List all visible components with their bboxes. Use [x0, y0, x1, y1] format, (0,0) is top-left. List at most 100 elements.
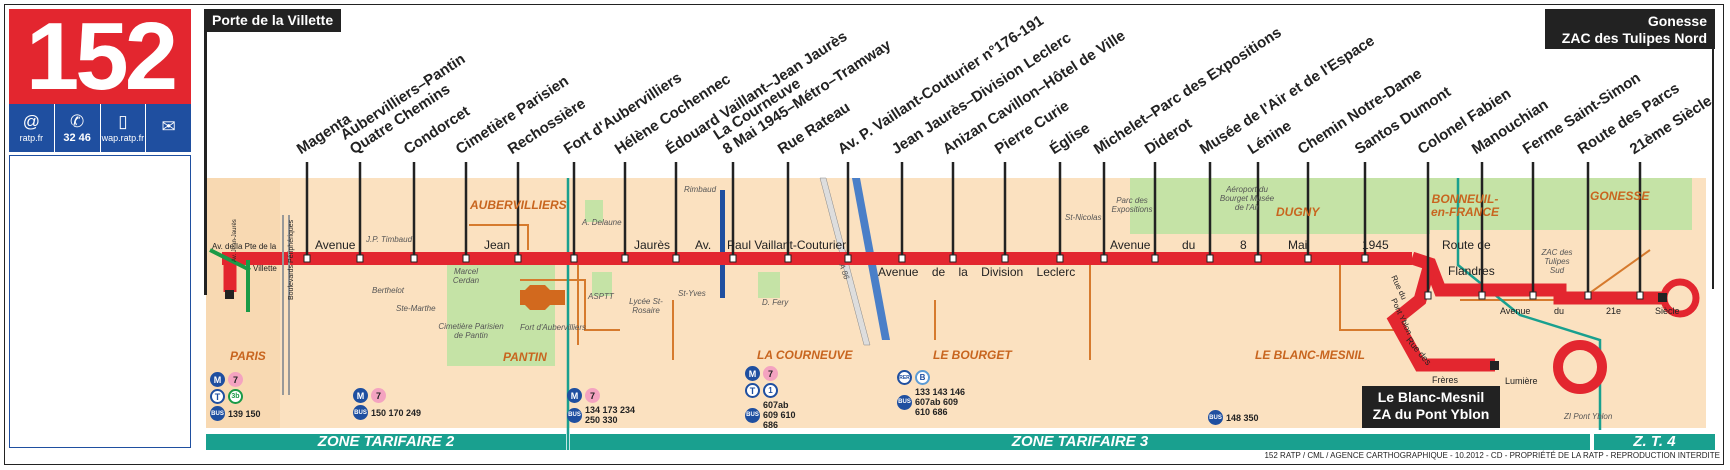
street-label: Lumière — [1505, 376, 1538, 386]
street-label: 8 — [1240, 238, 1247, 252]
stop-marker — [1424, 291, 1432, 300]
bus-numbers: 133 143 146 607ab 609 610 686 — [915, 387, 966, 417]
bus-icon: BUS — [210, 406, 225, 421]
terminus-yblon-line1: Le Blanc-Mesnil — [1377, 389, 1485, 405]
street-label: Jean — [484, 238, 511, 252]
stop-ticks — [305, 162, 1642, 292]
stop-marker — [1361, 254, 1369, 263]
tram-line-3b-icon: 3b — [228, 389, 243, 404]
street-label: Flandres — [1448, 264, 1495, 278]
stop-marker — [1478, 291, 1486, 300]
road-villette — [209, 248, 251, 272]
street-label: du — [1554, 306, 1565, 316]
poi-label: J.P. Timbaud — [366, 235, 413, 244]
phone-icon: ✆ — [70, 111, 85, 131]
side-panel — [9, 155, 191, 448]
bus-icon: BUS — [745, 407, 760, 423]
boundaries — [469, 224, 1651, 360]
stop-marker — [410, 254, 418, 263]
poi-label: A. Delaune — [582, 218, 622, 227]
stop-marker — [949, 254, 957, 263]
green-area-cemetery — [447, 260, 555, 366]
metro-line-7-icon: 7 — [763, 366, 778, 381]
stop-marker — [1636, 291, 1644, 300]
street-label: Avenue de la Division Leclerc — [878, 265, 1076, 279]
green-area-bonneuil — [1430, 178, 1692, 230]
metro-icon: M — [567, 388, 582, 403]
green-area-airport — [1130, 178, 1430, 234]
zone-2: ZONE TARIFAIRE 2 — [206, 434, 566, 450]
town-label: GONESSE — [1590, 189, 1650, 203]
poi-label: Marcel Cerdan — [452, 267, 480, 285]
poi-label: St-Yves — [678, 289, 706, 298]
stop-marker — [844, 254, 852, 263]
bus-icon: BUS — [897, 394, 912, 410]
stop-marker — [1100, 254, 1108, 263]
bus-icon: BUS — [567, 407, 582, 423]
terminus-marker-yblon — [1490, 361, 1499, 370]
town-label: DUGNY — [1276, 205, 1320, 219]
poi-label: Ste-Marthe — [396, 304, 436, 313]
street-label: Mai — [1288, 238, 1308, 252]
stop-marker — [784, 254, 792, 263]
town-label: AUBERVILLIERS — [470, 198, 567, 212]
town-label: BONNEUIL-en-FRANCE — [1431, 192, 1499, 219]
poi-label: Parc des Expositions — [1111, 196, 1153, 214]
bus-numbers: 148 350 — [1226, 412, 1259, 423]
street-label: Frères — [1432, 375, 1459, 385]
stop-marker — [356, 254, 364, 263]
street-label: Avenue — [1110, 238, 1151, 252]
stop-marker — [462, 254, 470, 263]
terminus-gonesse: Gonesse ZAC des Tulipes Nord — [1545, 9, 1715, 49]
metro-line-7-icon: 7 — [228, 372, 243, 387]
rer-icon: RER — [897, 370, 912, 385]
stop-marker — [1304, 254, 1312, 263]
info-mail[interactable]: ✉ — [146, 104, 191, 152]
fort-shape — [520, 285, 565, 310]
info-web-label: ratp.fr — [19, 132, 44, 143]
poi-label: St-Nicolas — [1065, 213, 1102, 222]
tram-icon: T — [210, 389, 225, 404]
stop-marker — [1529, 291, 1537, 300]
info-web[interactable]: @ ratp.fr — [9, 104, 55, 152]
stop-marker — [1254, 254, 1262, 263]
town-label: PANTIN — [503, 350, 547, 364]
stop-marker — [1001, 254, 1009, 263]
poi-label: Fort d'Aubervilliers — [520, 323, 586, 332]
poi-label: Berthelot — [372, 286, 405, 295]
poi-label: ASPTT — [588, 292, 614, 301]
town-label: LA COURNEUVE — [757, 348, 853, 362]
town-label: LE BLANC-MESNIL — [1255, 348, 1365, 362]
bus-icon: BUS — [1208, 410, 1223, 425]
terminus-gonesse-line1: Gonesse — [1647, 13, 1707, 29]
poi-label: Aéroport du Bourget Musée de l'Air — [1219, 185, 1275, 212]
metro-line-7-icon: 7 — [371, 388, 386, 403]
poi-label: Rimbaud — [684, 185, 717, 194]
bus-numbers: 607ab 609 610 686 — [763, 400, 796, 430]
info-bar: @ ratp.fr ✆ 32 46 ▯ wap.ratp.fr ✉ — [9, 104, 191, 152]
map-frame — [4, 4, 1724, 465]
zone-4: Z. T. 4 — [1594, 434, 1715, 450]
terminus-left-tick — [204, 30, 207, 295]
at-icon: @ — [22, 111, 40, 131]
poi-label: ZI Pont Yblon — [1564, 412, 1613, 421]
line-number-badge: 152 — [9, 9, 191, 105]
connection-musee-air: BUS 148 350 — [1208, 410, 1259, 425]
stop-marker — [1206, 254, 1214, 263]
zone-3: ZONE TARIFAIRE 3 — [570, 434, 1590, 450]
poi-label: D. Fery — [762, 298, 789, 307]
street-label: du — [1182, 238, 1196, 252]
route-main — [222, 252, 1412, 265]
metro-icon: M — [745, 366, 760, 381]
terminus-right-tick — [1712, 49, 1714, 289]
info-phone[interactable]: ✆ 32 46 — [55, 104, 101, 152]
green-area-asptt — [592, 272, 612, 296]
bus-icon: BUS — [353, 405, 368, 420]
street-label: Villette — [253, 264, 277, 273]
bus-numbers: 139 150 — [228, 408, 261, 419]
loop-yblon — [1553, 340, 1607, 394]
info-mobile[interactable]: ▯ wap.ratp.fr — [101, 104, 147, 152]
